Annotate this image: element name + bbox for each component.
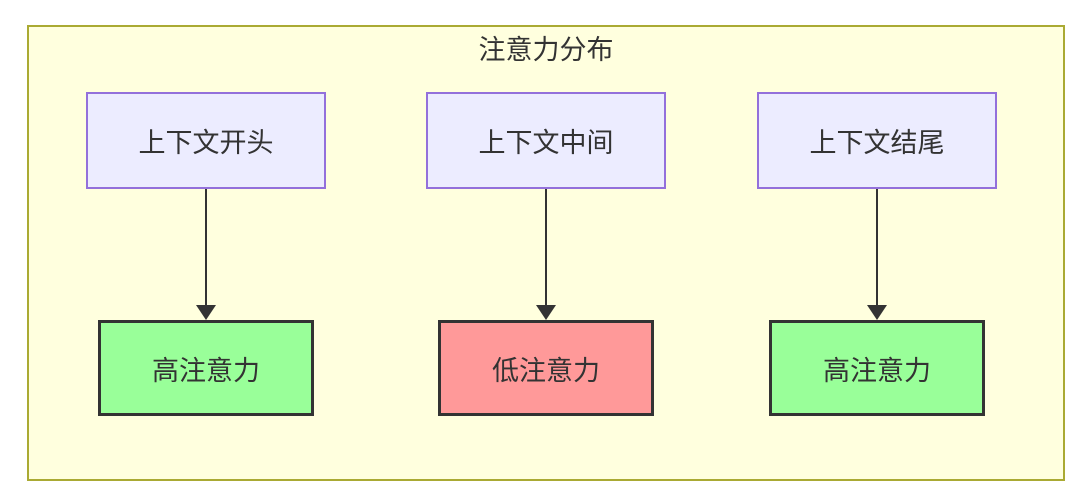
flow-column-context-end: 上下文结尾 高注意力 xyxy=(757,92,997,416)
flow-column-context-start: 上下文开头 高注意力 xyxy=(86,92,326,416)
diagram-title: 注意力分布 xyxy=(478,35,614,65)
node-attention-level-end: 高注意力 xyxy=(769,320,985,416)
arrow-context-middle xyxy=(535,189,557,320)
node-context-end: 上下文结尾 xyxy=(757,92,997,189)
arrowhead-down-icon xyxy=(536,305,556,320)
attention-distribution-group: 注意力分布 上下文开头 高注意力 上下文中间 低注意力 上下文结尾 高注意力 xyxy=(27,25,1065,481)
arrow-context-end xyxy=(866,189,888,320)
node-context-middle: 上下文中间 xyxy=(426,92,666,189)
arrow-context-start xyxy=(195,189,217,320)
node-attention-level-middle: 低注意力 xyxy=(438,320,654,416)
node-context-start: 上下文开头 xyxy=(86,92,326,189)
arrow-line xyxy=(205,189,207,306)
arrowhead-down-icon xyxy=(196,305,216,320)
flow-column-context-middle: 上下文中间 低注意力 xyxy=(426,92,666,416)
arrow-line xyxy=(545,189,547,306)
arrow-line xyxy=(876,189,878,306)
node-attention-level-start: 高注意力 xyxy=(98,320,314,416)
arrowhead-down-icon xyxy=(867,305,887,320)
